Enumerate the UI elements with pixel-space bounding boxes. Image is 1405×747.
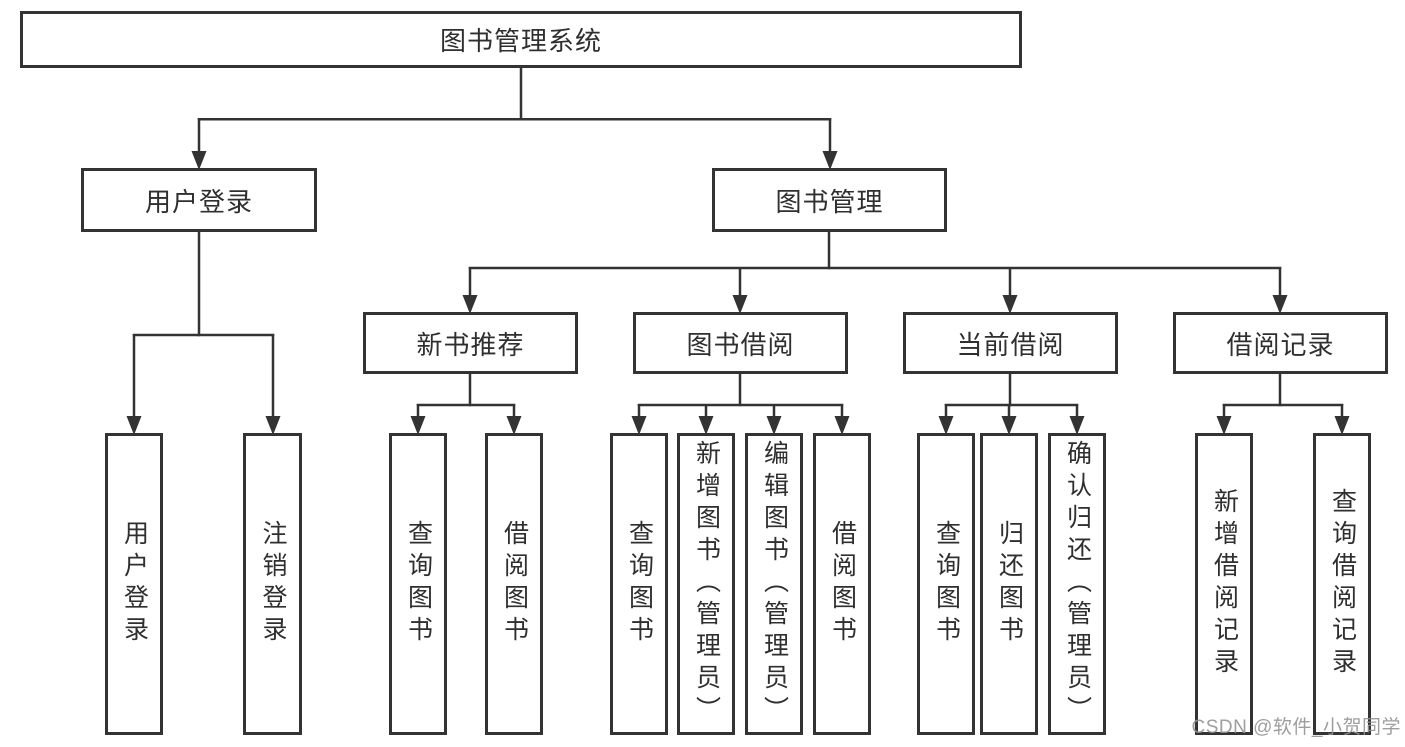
node-user-login-branch: 用户登录 (81, 168, 317, 232)
node-logout: 注销登录 (243, 433, 302, 735)
node-book-management: 图书管理 (712, 168, 947, 232)
node-label: 新书推荐 (416, 329, 525, 360)
arrowheads (126, 151, 1350, 435)
node-label: 确认归还（管理员） (1063, 440, 1092, 728)
node-edit-books-admin: 编辑图书（管理员） (745, 433, 803, 735)
node-add-books-admin: 新增图书（管理员） (677, 433, 735, 735)
node-label: 注销登录 (259, 520, 287, 648)
node-label: 借阅图书 (500, 520, 529, 648)
node-new-book-recommend: 新书推荐 (363, 312, 578, 374)
node-label: 查询图书 (625, 520, 654, 648)
node-return-books: 归还图书 (980, 433, 1038, 735)
node-label: 当前借阅 (956, 329, 1065, 360)
node-label: 图书管理 (775, 186, 884, 217)
watermark-text: CSDN @软件_小贺同学 (1191, 717, 1401, 738)
node-book-borrowing: 图书借阅 (633, 312, 848, 374)
node-add-borrow-record: 新增借阅记录 (1195, 433, 1253, 735)
node-user-login: 用户登录 (105, 433, 163, 735)
node-label: 用户登录 (144, 186, 253, 217)
node-query-books-current: 查询图书 (917, 433, 975, 735)
node-label: 查询图书 (932, 520, 961, 648)
node-confirm-return-admin: 确认归还（管理员） (1048, 433, 1106, 735)
node-query-books-borrowing: 查询图书 (610, 433, 668, 735)
node-borrow-books-recommend: 借阅图书 (485, 433, 543, 735)
node-label: 借阅记录 (1226, 329, 1335, 360)
node-borrow-books: 借阅图书 (813, 433, 871, 735)
node-label: 借阅图书 (828, 520, 857, 648)
node-label: 查询借阅记录 (1328, 488, 1357, 680)
node-borrowing-records: 借阅记录 (1173, 312, 1388, 374)
node-label: 归还图书 (995, 520, 1024, 648)
node-query-borrow-record: 查询借阅记录 (1313, 433, 1371, 735)
node-label: 新增图书（管理员） (692, 440, 721, 728)
node-library-management-system: 图书管理系统 (20, 11, 1022, 68)
node-label: 用户登录 (120, 520, 149, 648)
node-label: 编辑图书（管理员） (760, 440, 789, 728)
node-label: 查询图书 (404, 520, 433, 648)
node-label: 新增借阅记录 (1210, 488, 1239, 680)
node-query-books-recommend: 查询图书 (389, 433, 447, 735)
node-label: 图书借阅 (686, 329, 795, 360)
node-current-borrowing: 当前借阅 (903, 312, 1118, 374)
node-label: 图书管理系统 (439, 26, 602, 56)
